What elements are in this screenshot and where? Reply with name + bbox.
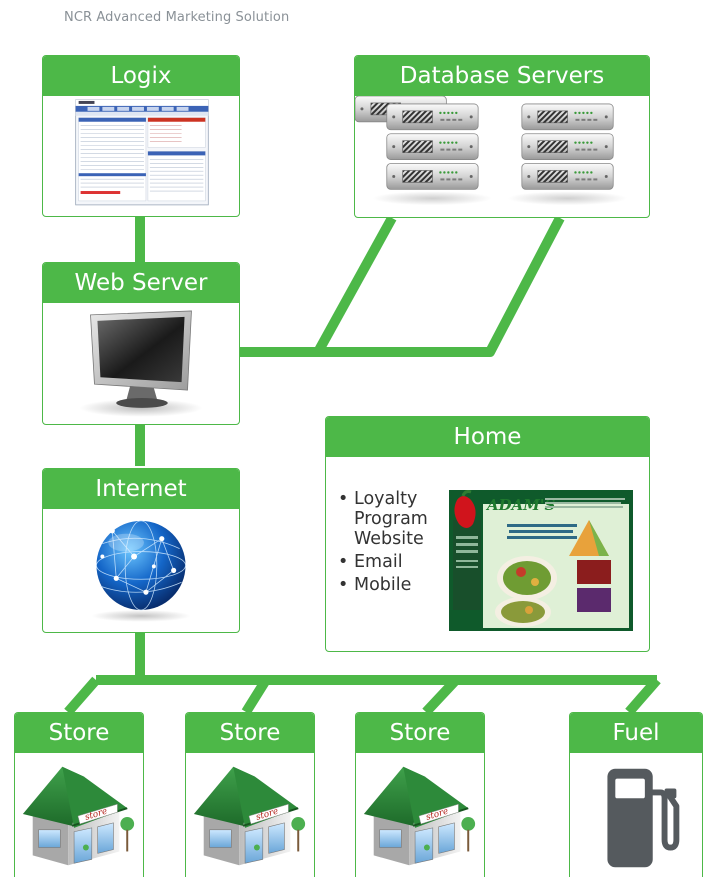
fuel-pump-icon (607, 768, 680, 868)
store-node-3: Store store (355, 712, 485, 877)
home-channel-list: Loyalty Program Website Email Mobile (338, 489, 454, 598)
line-web-db (240, 215, 565, 357)
store-node-2: Store store (185, 712, 315, 877)
store-building-icon: store (193, 766, 306, 866)
list-item: Mobile (338, 575, 454, 595)
list-item: Loyalty Program Website (338, 489, 454, 549)
globe-icon (91, 520, 191, 622)
logix-screenshot-icon (75, 99, 209, 206)
monitor-icon (79, 310, 203, 417)
logix-title: Logix (43, 56, 239, 96)
server-rack-icon (355, 96, 628, 206)
database-servers-title: Database Servers (355, 56, 649, 96)
store-building-icon: store (363, 766, 476, 866)
store-node-1: Store store (14, 712, 144, 877)
web-server-node: Web Server (42, 262, 240, 425)
store-title: Store (356, 713, 484, 753)
list-item: Email (338, 552, 454, 572)
logix-node: Logix (42, 55, 240, 217)
website-screenshot-icon: ADAM'S (449, 490, 633, 631)
web-server-title: Web Server (43, 263, 239, 303)
internet-title: Internet (43, 469, 239, 509)
line-bus-store2 (241, 677, 271, 715)
website-logo: ADAM'S (485, 496, 555, 514)
store-title: Store (186, 713, 314, 753)
database-servers-node: Database Servers (354, 55, 650, 218)
store-title: Store (15, 713, 143, 753)
line-bus-fuel (625, 676, 661, 716)
line-bus-store1 (64, 676, 100, 716)
line-bus-store3 (422, 676, 460, 716)
store-building-icon: store (22, 766, 135, 866)
fuel-title: Fuel (570, 713, 702, 753)
line-db-branch (313, 215, 397, 355)
home-title: Home (326, 417, 649, 457)
fuel-node: Fuel (569, 712, 703, 877)
internet-node: Internet (42, 468, 240, 633)
diagram-caption: NCR Advanced Marketing Solution (64, 10, 290, 25)
home-node: Home Loyalty Program Website Email Mobil… (325, 416, 650, 652)
